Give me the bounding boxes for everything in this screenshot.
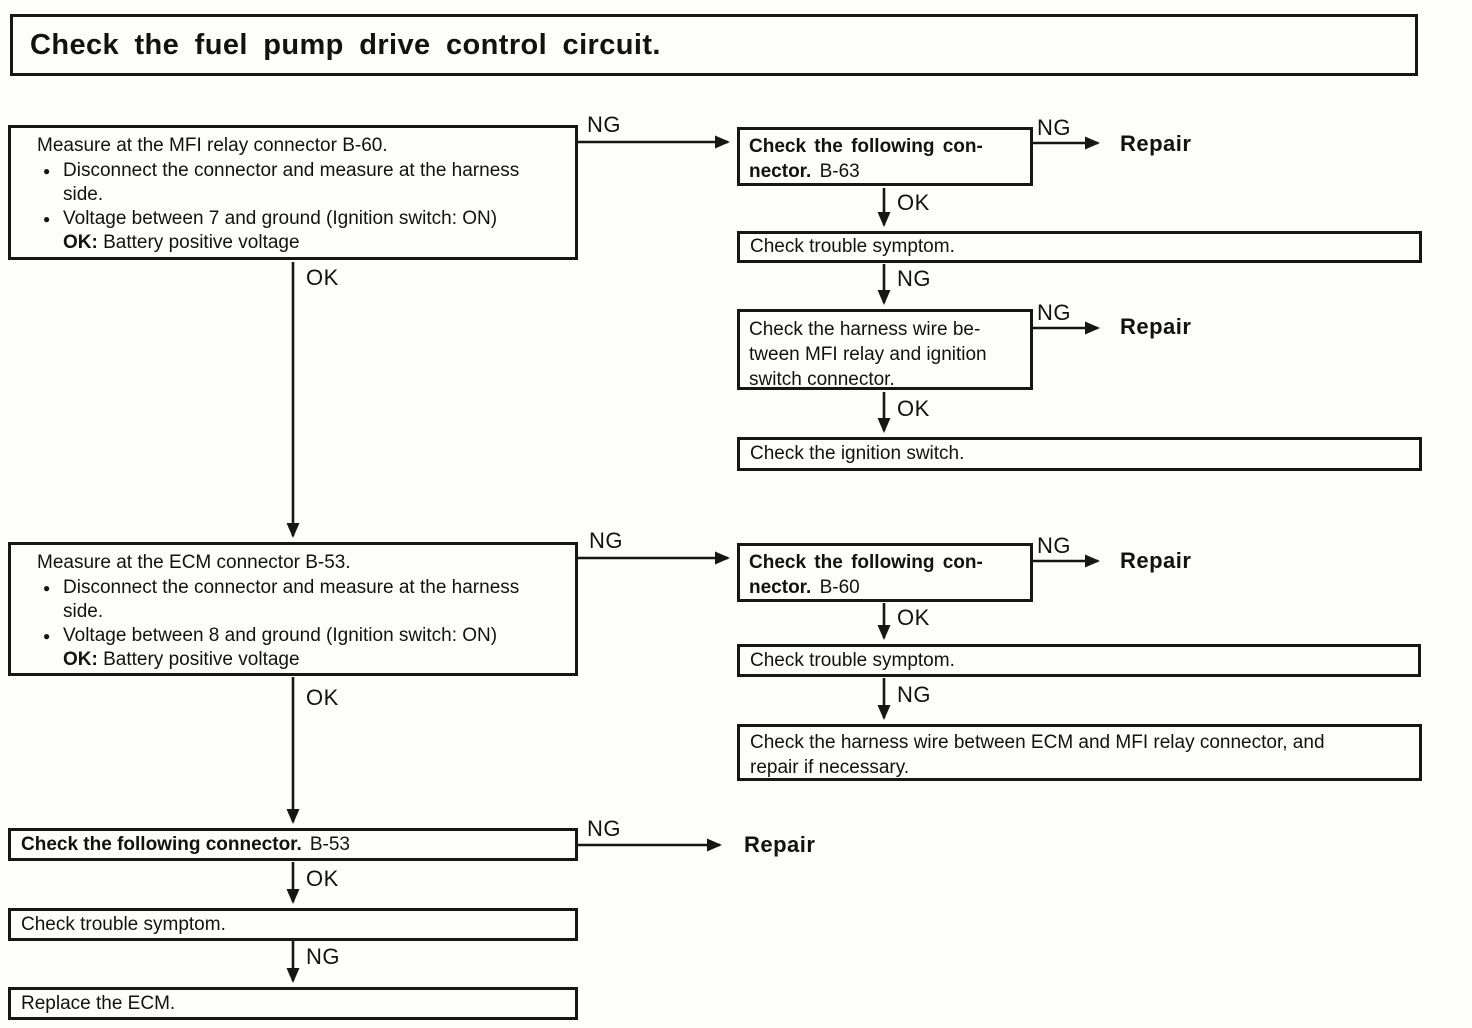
result-value: Battery positive voltage: [103, 649, 300, 670]
connector-code: B-60: [819, 577, 860, 598]
node-text-bold: Check the following connector.: [21, 833, 302, 855]
node-check-harness-ecm-mfi: Check the harness wire between ECM and M…: [737, 724, 1422, 781]
edge-label-ok-ecm-to-b53: OK: [306, 685, 339, 710]
node-text-line: switch connector.: [749, 369, 895, 390]
node-check-harness-mfi-ignition: Check the harness wire be- tween MFI rel…: [737, 309, 1033, 390]
bullet-text-line: side.: [63, 184, 104, 205]
node-text-line: nector. B-60: [749, 575, 1024, 600]
bullet-icon: ●: [43, 164, 51, 178]
terminal-repair-1: Repair: [1120, 131, 1192, 156]
bullet-text: Voltage between 7 and ground (Ignition s…: [63, 208, 498, 229]
edge-label-ok-mfi-to-ecm: OK: [306, 265, 339, 290]
node-heading: Measure at the MFI relay connector B-60.: [37, 135, 388, 156]
edge-label-ng-symptom-to-harness2: NG: [897, 682, 931, 707]
result-row: OK: Battery positive voltage: [63, 648, 565, 672]
bullet-item: ● Disconnect the connector and measure a…: [37, 576, 565, 624]
bullet-text: Voltage between 8 and ground (Ignition s…: [63, 625, 498, 646]
node-text: Check trouble symptom.: [750, 649, 955, 671]
node-text-line: Check the harness wire be-: [749, 319, 981, 340]
node-text: Check trouble symptom.: [21, 913, 226, 935]
bullet-icon: ●: [43, 629, 51, 643]
edge-label-ok-b63-to-symptom: OK: [897, 190, 930, 215]
bullet-text: Disconnect the connector and measure at …: [63, 576, 565, 624]
node-text-line: Check the following con-: [749, 136, 983, 157]
result-label: OK:: [63, 232, 98, 253]
bullet-text-line: Disconnect the connector and measure at …: [63, 160, 520, 181]
edge-label-ok-b60-to-symptom: OK: [897, 605, 930, 630]
edge-label-ng-b63-to-repair: NG: [1037, 115, 1071, 140]
edge-label-ok-harness-to-ignition: OK: [897, 396, 930, 421]
terminal-repair-2: Repair: [1120, 314, 1192, 339]
node-check-connector-b60: Check the following con- nector. B-60: [737, 543, 1033, 602]
edge-label-ng-mfi-to-b63: NG: [587, 112, 621, 137]
node-check-trouble-symptom-mid: Check trouble symptom.: [737, 644, 1421, 677]
node-text-line: Check the harness wire between ECM and M…: [750, 732, 1325, 753]
node-heading: Measure at the ECM connector B-53.: [37, 552, 351, 573]
edge-label-ng-harness-to-repair: NG: [1037, 300, 1071, 325]
bullet-text: Disconnect the connector and measure at …: [63, 159, 565, 207]
node-text: Check the ignition switch.: [750, 443, 965, 464]
node-measure-mfi-relay: Measure at the MFI relay connector B-60.…: [8, 125, 578, 260]
bullet-item: ● Voltage between 7 and ground (Ignition…: [37, 207, 565, 231]
node-measure-ecm: Measure at the ECM connector B-53. ● Dis…: [8, 542, 578, 676]
bullet-text-line: Disconnect the connector and measure at …: [63, 577, 520, 598]
node-text-line: tween MFI relay and ignition: [749, 344, 987, 365]
bullet-text-line: side.: [63, 601, 104, 622]
bullet-item: ● Voltage between 8 and ground (Ignition…: [37, 624, 565, 648]
edge-label-ng-symptom-to-harness: NG: [897, 266, 931, 291]
result-value: Battery positive voltage: [103, 232, 300, 253]
edge-label-ok-b53-to-symptom: OK: [306, 866, 339, 891]
terminal-repair-3: Repair: [1120, 548, 1192, 573]
edge-label-ng-b53-to-repair: NG: [587, 816, 621, 841]
node-text: Replace the ECM.: [21, 992, 176, 1014]
node-text-line: nector. B-63: [749, 159, 1024, 184]
connector-code: B-53: [309, 833, 350, 855]
page-title-text: Check the fuel pump drive control circui…: [30, 29, 661, 61]
page-title: Check the fuel pump drive control circui…: [10, 14, 1418, 76]
node-check-connector-b53: Check the following connector. B-53: [8, 828, 578, 861]
edge-label-ng-ecm-to-b60: NG: [589, 528, 623, 553]
bullet-item: ● Disconnect the connector and measure a…: [37, 159, 565, 207]
node-check-trouble-symptom-top: Check trouble symptom.: [737, 231, 1422, 263]
node-check-trouble-symptom-bottom: Check trouble symptom.: [8, 908, 578, 941]
edge-label-ng-b60-to-repair: NG: [1037, 533, 1071, 558]
result-row: OK: Battery positive voltage: [63, 231, 565, 255]
node-text-bold: nector.: [749, 161, 812, 182]
node-replace-ecm: Replace the ECM.: [8, 987, 578, 1020]
node-check-ignition-switch: Check the ignition switch.: [737, 437, 1422, 471]
edge-label-ng-symptom-to-replace: NG: [306, 944, 340, 969]
terminal-repair-4: Repair: [744, 832, 816, 857]
node-text-bold: nector.: [749, 577, 812, 598]
connector-code: B-63: [819, 161, 860, 182]
node-text-line: repair if necessary.: [750, 757, 910, 778]
node-check-connector-b63: Check the following con- nector. B-63: [737, 127, 1033, 186]
bullet-icon: ●: [43, 212, 51, 226]
node-text-line: Check the following con-: [749, 552, 983, 573]
bullet-icon: ●: [43, 581, 51, 595]
result-label: OK:: [63, 649, 98, 670]
node-text: Check trouble symptom.: [750, 236, 955, 257]
